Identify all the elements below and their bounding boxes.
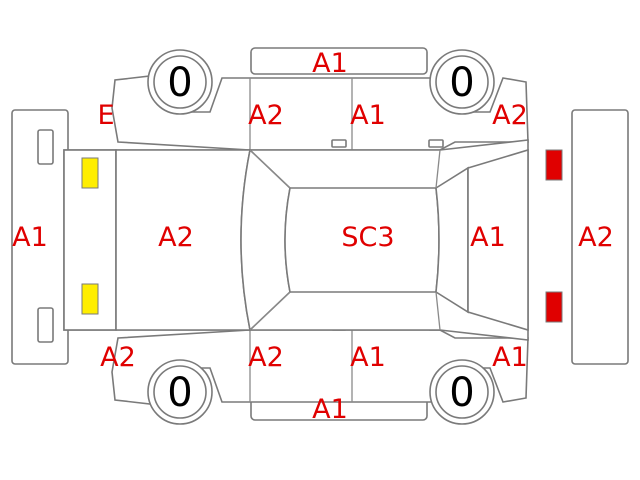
rear-bumper (571, 109, 629, 365)
top-front-door-handle (331, 139, 347, 148)
tire-rear-left-value: 0 (167, 370, 192, 416)
code-trunk: A1 (470, 222, 506, 253)
code-top-front-door: A2 (248, 100, 284, 131)
code-bottom-front-fender: A2 (100, 342, 136, 373)
tire-front-right: 0 (429, 49, 495, 115)
top-rear-door-handle (428, 139, 444, 148)
a-pillar-bottom (249, 291, 291, 331)
code-bottom-rear-fender: A1 (492, 342, 528, 373)
tire-front-right-value: 0 (449, 60, 474, 106)
tire-front-left: 0 (147, 49, 213, 115)
c-pillar-bottom (435, 291, 441, 331)
code-roof-center: SC3 (341, 222, 394, 253)
code-bottom-front-door: A2 (248, 342, 284, 373)
code-top-emblem: E (97, 100, 114, 131)
code-hood: A2 (158, 222, 194, 253)
code-top-rear-door: A1 (350, 100, 386, 131)
code-roof-bottom: A1 (312, 394, 348, 425)
code-front-bumper: A1 (12, 222, 48, 253)
front-bumper-lamp-bottom (37, 307, 54, 343)
front-lamp-bottom-marker (81, 283, 99, 315)
code-roof-top: A1 (312, 48, 348, 79)
code-rear-bumper: A2 (578, 222, 614, 253)
code-bottom-rear-door: A1 (350, 342, 386, 373)
rear-lamp-bottom-marker (545, 291, 563, 323)
front-lamp-top-marker (81, 157, 99, 189)
tire-rear-right-value: 0 (449, 370, 474, 416)
tire-rear-left: 0 (147, 359, 213, 425)
rear-window (435, 166, 469, 314)
code-top-rear-fender: A2 (492, 100, 528, 131)
trunk-panel (467, 148, 529, 332)
roof-strip-top (250, 47, 428, 75)
tire-front-left-value: 0 (167, 60, 192, 106)
tire-rear-right: 0 (429, 359, 495, 425)
rear-lamp-top-marker (545, 149, 563, 181)
front-bumper-lamp-top (37, 129, 54, 165)
a-pillar-top (249, 149, 291, 189)
c-pillar-top (435, 149, 441, 189)
